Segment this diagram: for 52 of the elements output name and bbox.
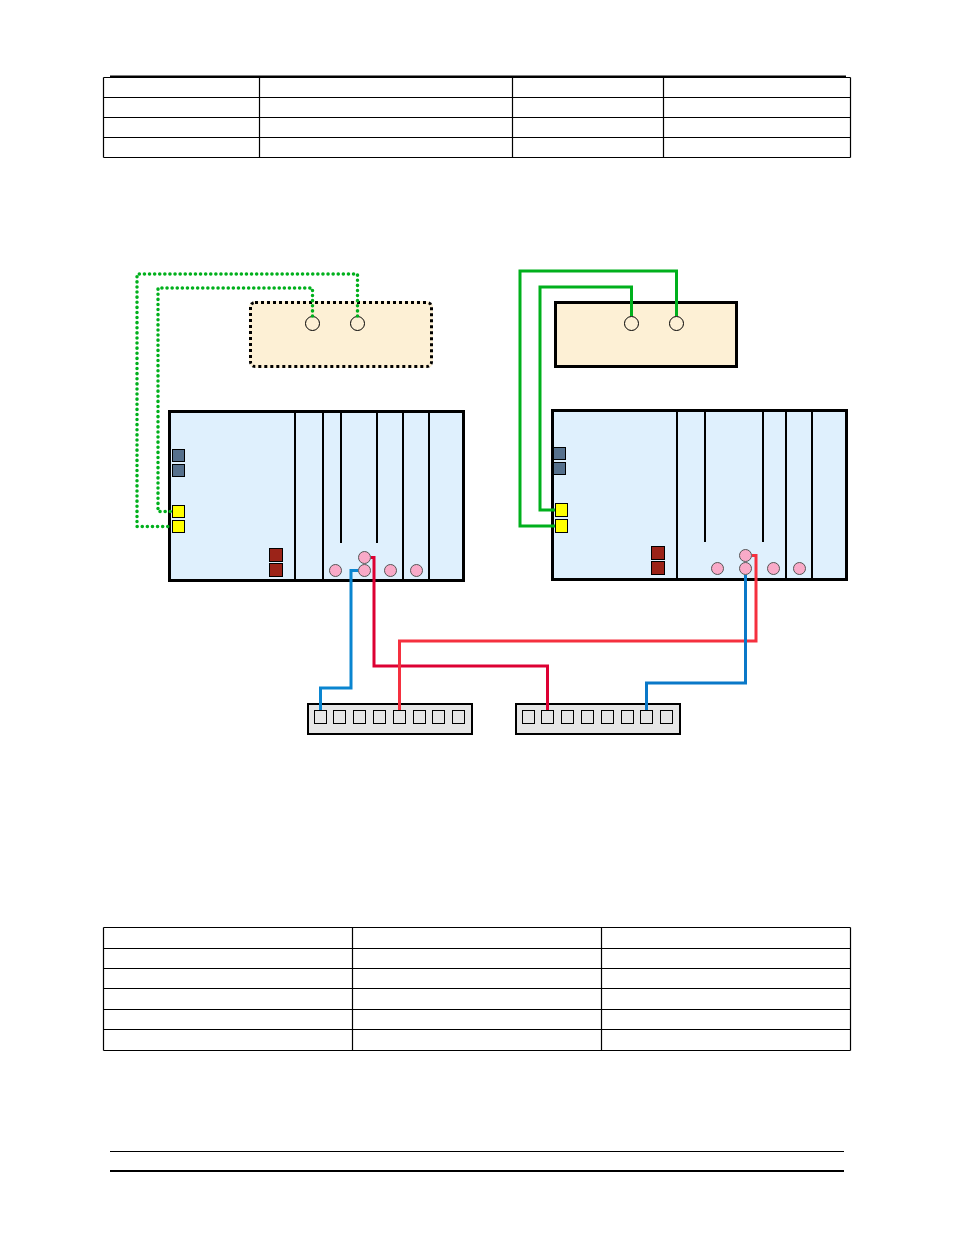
rack-box <box>551 409 848 581</box>
port-square <box>554 447 566 460</box>
port-circle <box>739 562 752 575</box>
cable-line <box>518 269 678 528</box>
port-circle <box>384 564 397 577</box>
switch-port <box>621 710 634 724</box>
panel-box <box>554 301 738 368</box>
status-square <box>269 563 283 577</box>
port-square <box>172 449 185 462</box>
switch-port <box>452 710 465 724</box>
port-circle <box>739 549 752 562</box>
cable-line <box>135 272 360 529</box>
port-circle <box>410 564 423 577</box>
cable-line <box>319 569 358 710</box>
switch-port <box>581 710 594 724</box>
switch-port <box>333 710 346 724</box>
port-square <box>555 519 568 533</box>
port-square <box>172 464 185 477</box>
switch-port <box>413 710 426 724</box>
switch-port <box>373 710 386 724</box>
switch-port <box>522 710 535 724</box>
port-square <box>555 503 568 517</box>
switch-port <box>393 710 406 724</box>
panel-box <box>249 301 433 368</box>
cable-line <box>156 286 315 514</box>
port-circle <box>329 564 342 577</box>
port-circle <box>711 562 724 575</box>
cable-line <box>538 285 633 512</box>
switch-port <box>561 710 574 724</box>
cable-line <box>398 554 758 710</box>
status-square <box>269 548 283 562</box>
switch-box <box>307 703 473 735</box>
port-circle <box>358 551 371 564</box>
switch-port <box>432 710 445 724</box>
port-square <box>172 520 185 533</box>
switch-port <box>601 710 614 724</box>
status-square <box>651 561 665 575</box>
cable-line <box>370 556 549 710</box>
port-circle <box>358 564 371 577</box>
rack-box <box>168 410 465 582</box>
switch-port <box>353 710 366 724</box>
switch-box <box>515 703 681 735</box>
switch-port <box>314 710 327 724</box>
port-circle <box>767 562 780 575</box>
switch-port <box>541 710 554 724</box>
port-square <box>172 505 185 518</box>
port-circle <box>793 562 806 575</box>
switch-port <box>640 710 653 724</box>
port-square <box>554 462 566 475</box>
cable-line <box>645 575 747 710</box>
status-square <box>651 546 665 560</box>
switch-port <box>660 710 673 724</box>
